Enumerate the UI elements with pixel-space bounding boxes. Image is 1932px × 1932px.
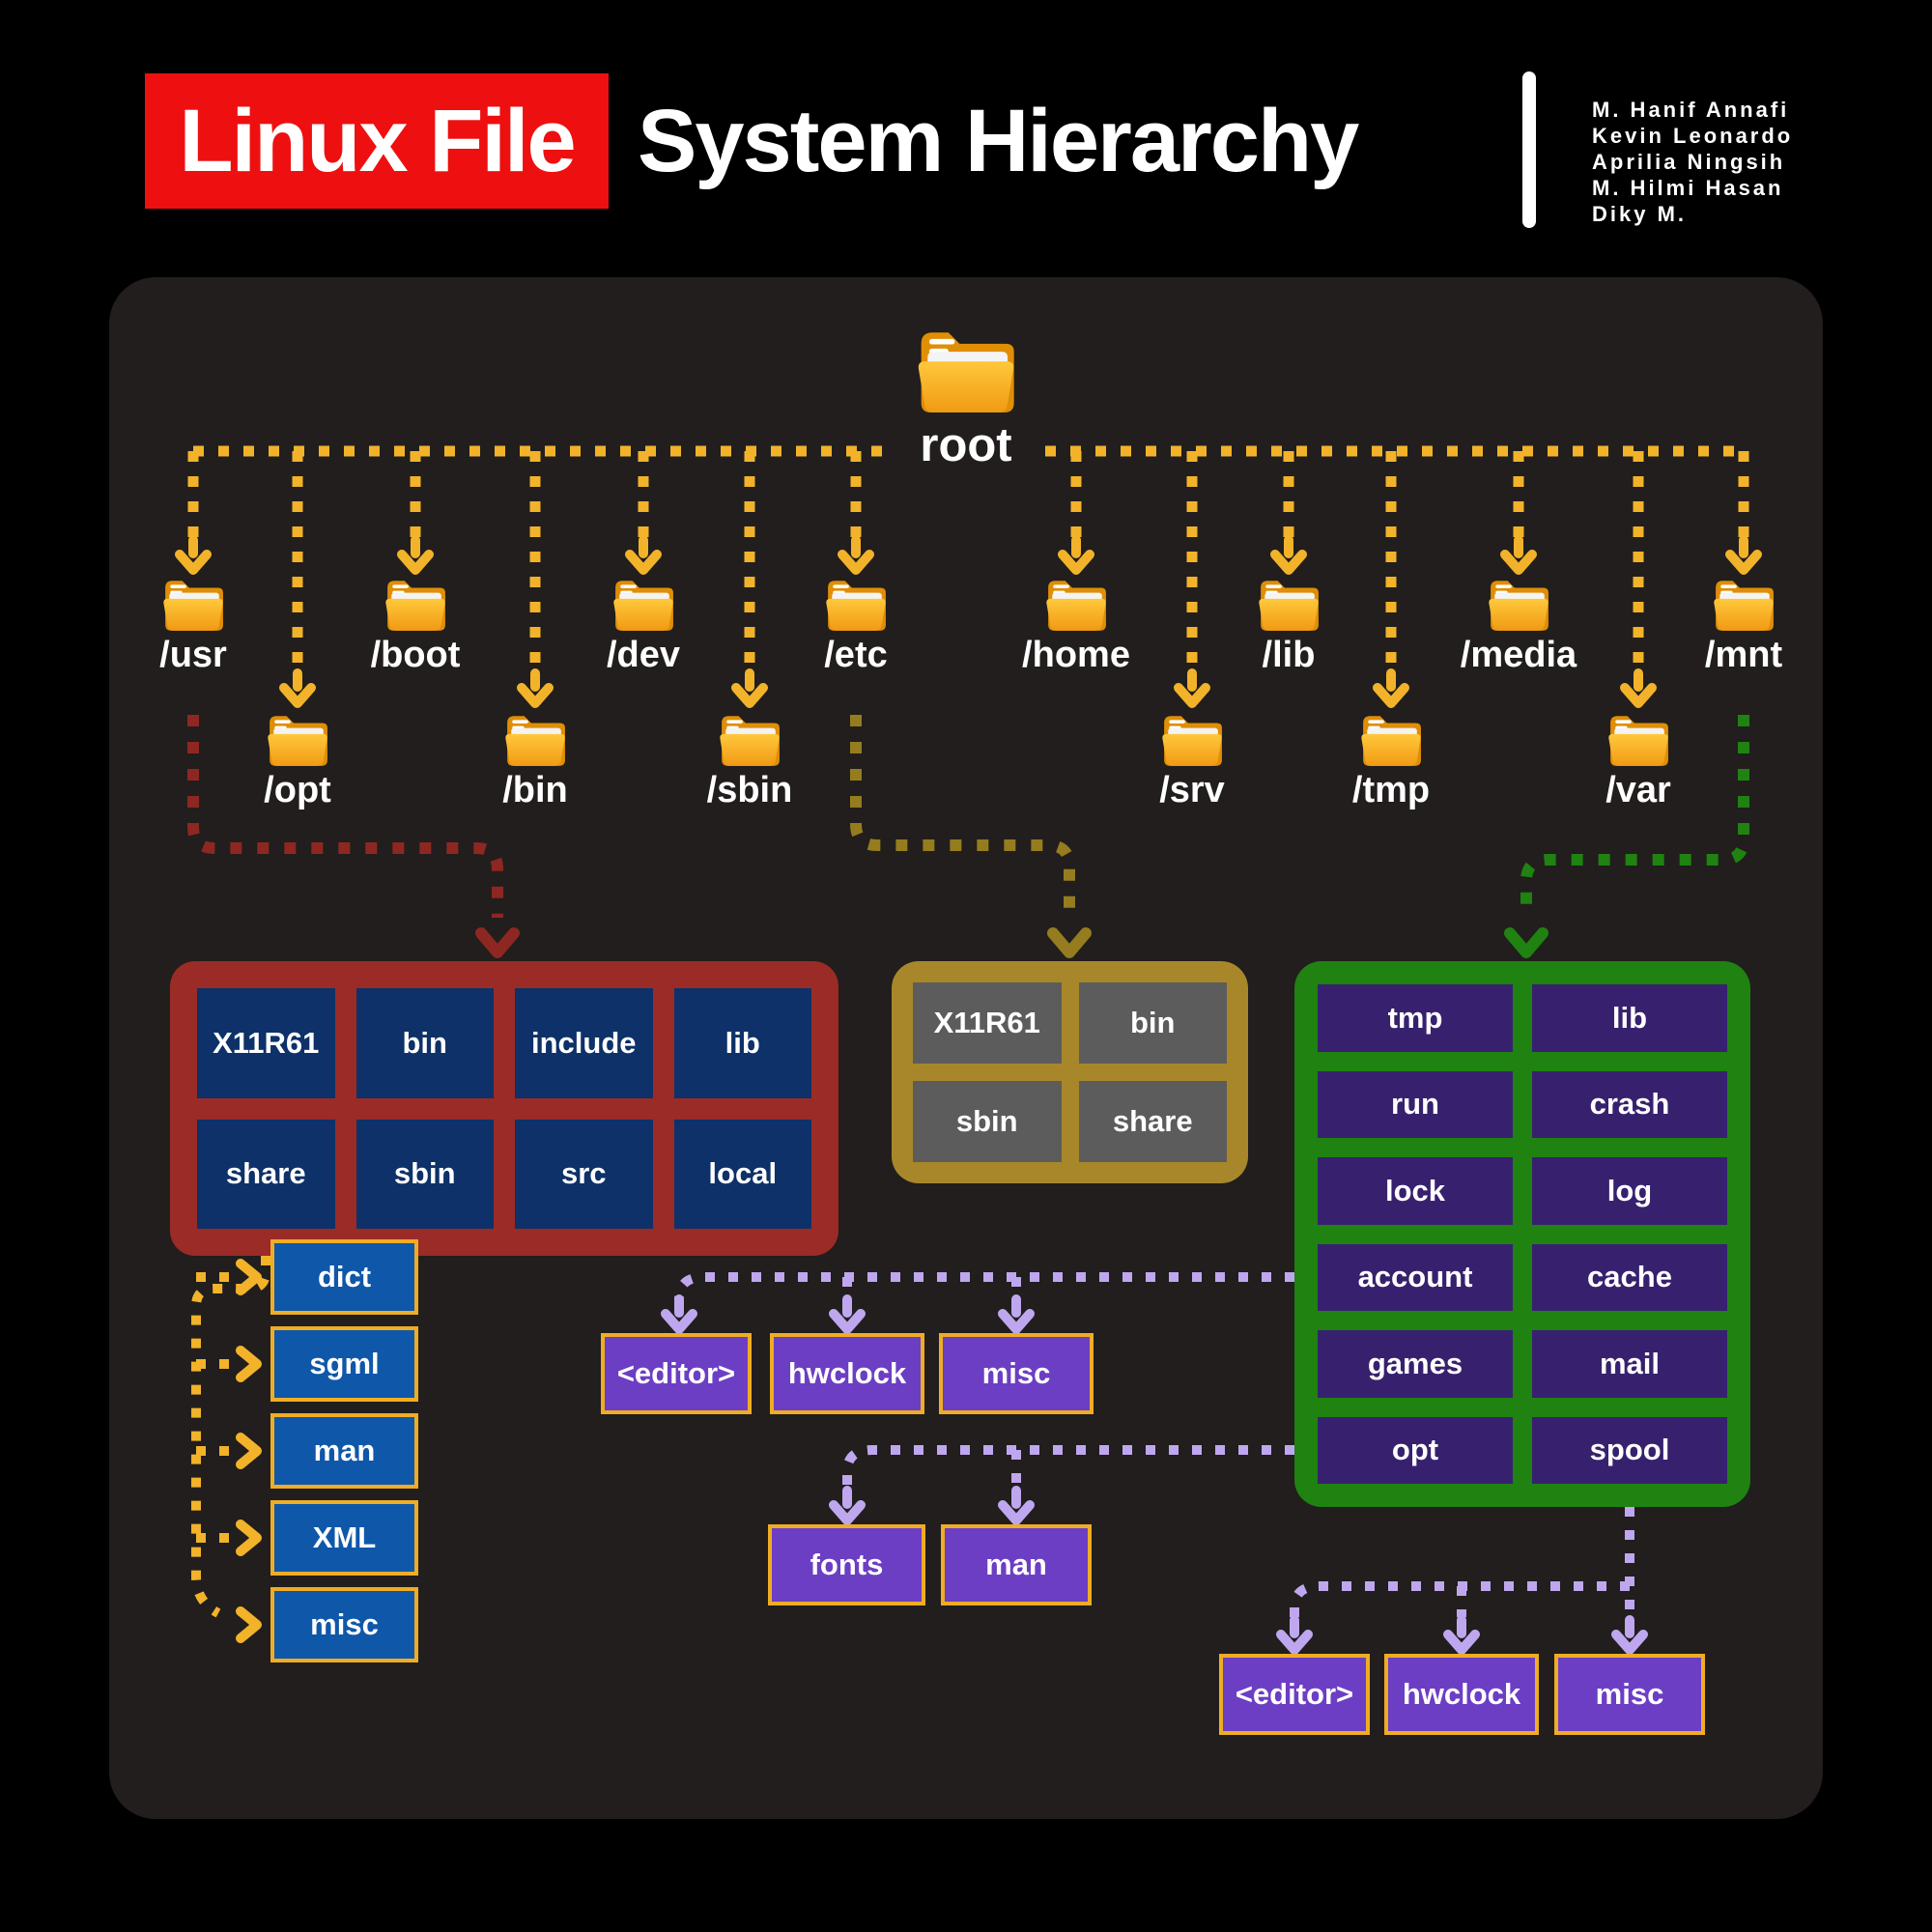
folder-icon — [1160, 711, 1224, 769]
folder-sbin: /sbin — [687, 711, 812, 811]
dir-cell-spool: spool — [1532, 1416, 1727, 1484]
dir-cell-account: account — [1318, 1243, 1513, 1311]
author: Diky M. — [1592, 202, 1688, 226]
folder-label: /lib — [1262, 635, 1316, 675]
dir-cell-lib: lib — [673, 988, 811, 1098]
folder-label: /home — [1022, 635, 1130, 675]
author: M. Hanif Annafi — [1592, 98, 1790, 122]
title-highlight: Linux File — [179, 91, 576, 190]
dir-cell-tmp: tmp — [1318, 984, 1513, 1052]
dir-cell-log: log — [1532, 1157, 1727, 1225]
folder-label: /sbin — [706, 770, 793, 810]
node-man: man — [270, 1413, 418, 1489]
author: Aprilia Ningsih — [1592, 150, 1786, 174]
folder-label: root — [920, 419, 1012, 471]
node-sgml: sgml — [270, 1326, 418, 1402]
dir-cell-opt: opt — [1318, 1416, 1513, 1484]
folder-bin: /bin — [472, 711, 598, 811]
folder-var: /var — [1576, 711, 1701, 811]
folder-icon — [1606, 711, 1670, 769]
dir-cell-crash: crash — [1532, 1070, 1727, 1138]
folder-label: /etc — [824, 635, 888, 675]
dir-cell-sbin: sbin — [913, 1081, 1062, 1162]
node-misc: misc — [270, 1587, 418, 1662]
title-rest: System Hierarchy — [638, 91, 1359, 190]
node-xml: XML — [270, 1500, 418, 1576]
folder-mnt: /mnt — [1681, 576, 1806, 676]
folder-media: /media — [1456, 576, 1581, 676]
folder-icon — [1712, 576, 1776, 634]
dir-cell-bin: bin — [1078, 982, 1227, 1064]
dir-cell-bin: bin — [355, 988, 494, 1098]
folder-icon — [718, 711, 781, 769]
folder-usr: /usr — [130, 576, 256, 676]
dir-cell-lib: lib — [1532, 984, 1727, 1052]
usr-contents-box: X11R61 bin include lib share sbin src lo… — [170, 961, 838, 1256]
node-dict: dict — [270, 1239, 418, 1315]
dir-cell-mail: mail — [1532, 1330, 1727, 1398]
dir-cell-lock: lock — [1318, 1157, 1513, 1225]
folder-label: /tmp — [1351, 770, 1431, 810]
folder-icon — [1257, 576, 1321, 634]
folder-icon — [266, 711, 329, 769]
folder-icon — [384, 576, 447, 634]
dir-cell-share: share — [1078, 1081, 1227, 1162]
folder-srv: /srv — [1129, 711, 1255, 811]
authors-block: M. Hanif Annafi Kevin Leonardo Aprilia N… — [1592, 97, 1793, 227]
folder-label: /usr — [159, 635, 227, 675]
node-fonts: fonts — [768, 1524, 925, 1605]
dir-cell-games: games — [1318, 1330, 1513, 1398]
node-hwclock: hwclock — [770, 1333, 924, 1414]
dir-cell-include: include — [515, 988, 653, 1098]
node-hwclock: hwclock — [1384, 1654, 1539, 1735]
folder-icon — [915, 325, 1017, 417]
folder-label: /boot — [370, 635, 461, 675]
folder-icon — [1359, 711, 1423, 769]
header-divider — [1522, 71, 1536, 228]
author: Kevin Leonardo — [1592, 124, 1794, 148]
dir-cell-x11r61: X11R61 — [913, 982, 1062, 1064]
folder-home: /home — [1013, 576, 1139, 676]
folder-label: /srv — [1159, 770, 1225, 810]
author: M. Hilmi Hasan — [1592, 176, 1784, 200]
folder-tmp: /tmp — [1328, 711, 1454, 811]
node-man: man — [941, 1524, 1092, 1605]
node-editor: <editor> — [601, 1333, 752, 1414]
dir-cell-x11r61: X11R61 — [197, 988, 335, 1098]
node-misc: misc — [1554, 1654, 1705, 1735]
folder-boot: /boot — [353, 576, 478, 676]
title-highlight-chip: Linux File — [145, 73, 609, 209]
var-contents-box: tmp lib run crash lock log account cache… — [1294, 961, 1750, 1507]
folder-root: root — [884, 325, 1048, 472]
folder-label: /dev — [606, 635, 681, 675]
folder-icon — [611, 576, 675, 634]
folder-dev: /dev — [581, 576, 706, 676]
folder-label: /var — [1605, 770, 1671, 810]
folder-label: /mnt — [1704, 635, 1783, 675]
folder-icon — [503, 711, 567, 769]
folder-label: /opt — [264, 770, 331, 810]
node-editor: <editor> — [1219, 1654, 1370, 1735]
dir-cell-src: src — [515, 1119, 653, 1229]
dir-cell-cache: cache — [1532, 1243, 1727, 1311]
folder-icon — [1487, 576, 1550, 634]
node-misc: misc — [939, 1333, 1094, 1414]
dir-cell-local: local — [673, 1119, 811, 1229]
folder-label: /media — [1460, 635, 1577, 675]
etc-contents-box: X11R61 bin sbin share — [892, 961, 1248, 1183]
folder-lib: /lib — [1226, 576, 1351, 676]
folder-etc: /etc — [793, 576, 919, 676]
folder-opt: /opt — [235, 711, 360, 811]
folder-label: /bin — [502, 770, 568, 810]
dir-cell-share: share — [197, 1119, 335, 1229]
dir-cell-sbin: sbin — [355, 1119, 494, 1229]
dir-cell-run: run — [1318, 1070, 1513, 1138]
folder-icon — [161, 576, 225, 634]
folder-icon — [824, 576, 888, 634]
folder-icon — [1044, 576, 1108, 634]
